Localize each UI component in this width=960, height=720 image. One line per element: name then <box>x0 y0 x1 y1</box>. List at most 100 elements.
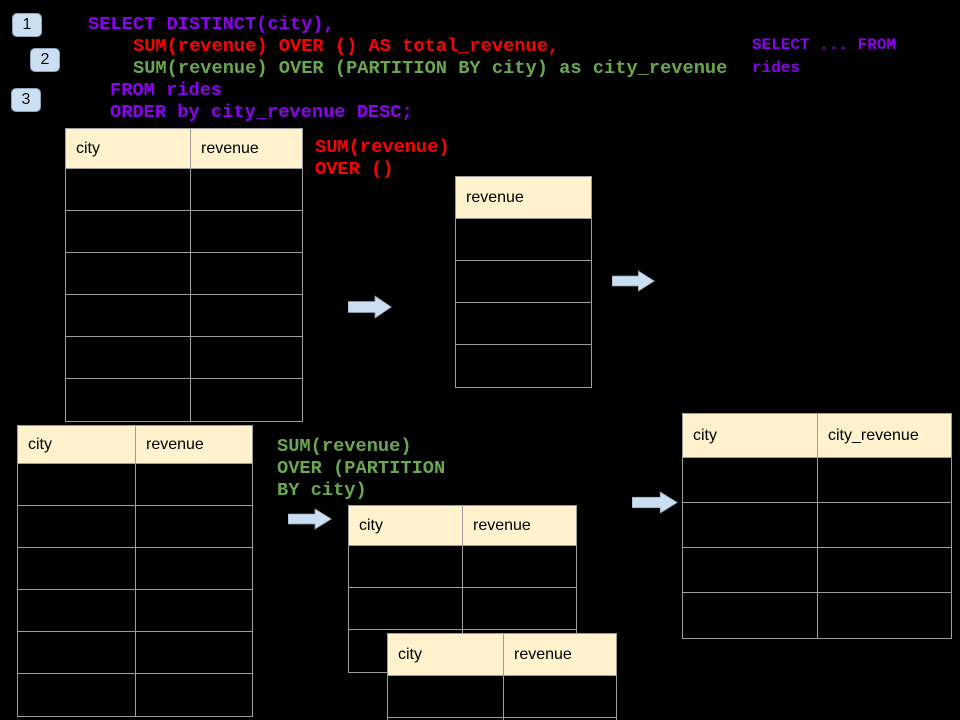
table-cell <box>504 718 616 720</box>
table-cell <box>18 506 136 548</box>
table-row <box>18 674 252 716</box>
column-header-city: city <box>66 129 191 169</box>
table-row <box>18 632 252 674</box>
table-cell <box>818 458 951 503</box>
step-badge-2: 2 <box>30 48 60 72</box>
table-cell <box>388 676 504 718</box>
table-cell <box>504 676 616 718</box>
table-cell <box>66 253 191 295</box>
table-row <box>456 261 591 303</box>
table-row <box>349 588 576 630</box>
column-header-city: city <box>388 634 504 676</box>
table-row <box>18 506 252 548</box>
table-row <box>683 548 951 593</box>
table-row <box>66 337 302 379</box>
table-cell <box>683 593 818 638</box>
table-cell <box>456 303 591 345</box>
column-header-revenue: revenue <box>191 129 302 169</box>
table-row <box>66 211 302 253</box>
column-header-revenue: revenue <box>136 426 252 464</box>
table-cell <box>191 295 302 337</box>
column-header-revenue: revenue <box>463 506 576 546</box>
arrow-right-icon <box>288 508 332 530</box>
table-row <box>456 219 591 261</box>
column-header-city: city <box>18 426 136 464</box>
table-cell <box>349 546 463 588</box>
table-cell <box>18 674 136 716</box>
table-cell <box>191 253 302 295</box>
table-row <box>349 546 576 588</box>
table-cell <box>456 261 591 303</box>
arrow-right-icon <box>348 295 392 319</box>
table-cell <box>136 506 252 548</box>
arrow-right-icon <box>632 491 678 514</box>
table-cell <box>818 503 951 548</box>
table-row <box>66 169 302 211</box>
sql-line-from: FROM rides <box>110 79 223 101</box>
note-line: rides <box>752 59 801 77</box>
table-cell <box>136 548 252 590</box>
annotation-line: BY city) <box>277 479 367 501</box>
table-cell <box>66 295 191 337</box>
table-cell <box>818 548 951 593</box>
table-row <box>683 503 951 548</box>
table-cell <box>136 464 252 506</box>
annotation-over-total: SUM(revenue)OVER () <box>315 136 450 180</box>
table-cell <box>818 593 951 638</box>
sql-line-total: SUM(revenue) OVER () AS total_revenue, <box>133 35 560 57</box>
table-cell <box>66 337 191 379</box>
table-row <box>388 718 616 720</box>
table-total-result: revenue <box>455 176 592 388</box>
table-row <box>388 676 616 718</box>
column-header-city: city <box>683 414 818 458</box>
sql-line-order: ORDER by city_revenue DESC; <box>110 101 413 123</box>
table-cell <box>683 548 818 593</box>
sql-line-partition: SUM(revenue) OVER (PARTITION BY city) as… <box>133 57 728 79</box>
table-cell <box>66 169 191 211</box>
table-cell <box>349 588 463 630</box>
table-cell <box>136 674 252 716</box>
column-header-city: city <box>349 506 463 546</box>
table-row <box>683 593 951 638</box>
column-header-city_revenue: city_revenue <box>818 414 951 458</box>
table-cell <box>18 590 136 632</box>
table-cell <box>191 337 302 379</box>
table-cell <box>18 548 136 590</box>
table-cell <box>136 590 252 632</box>
table-cell <box>191 379 302 421</box>
annotation-line: OVER (PARTITION <box>277 457 446 479</box>
step-badge-1: 1 <box>12 13 42 37</box>
table-cell <box>18 464 136 506</box>
table-row <box>66 295 302 337</box>
table-row <box>18 548 252 590</box>
table-row <box>683 458 951 503</box>
arrow-right-icon <box>612 270 655 292</box>
table-row <box>456 303 591 345</box>
column-header-revenue: revenue <box>456 177 591 219</box>
table-cell <box>66 211 191 253</box>
table-cell <box>18 632 136 674</box>
note-line: SELECT ... FROM <box>752 36 897 54</box>
step-badge-3: 3 <box>11 88 41 112</box>
table-cell <box>456 345 591 387</box>
annotation-line: OVER () <box>315 158 394 180</box>
table-cell <box>388 718 504 720</box>
table-cell <box>66 379 191 421</box>
column-header-revenue: revenue <box>504 634 616 676</box>
table-row <box>18 590 252 632</box>
table-cell <box>191 211 302 253</box>
sql-line-select: SELECT DISTINCT(city), <box>88 13 335 35</box>
table-cell <box>456 219 591 261</box>
table-row <box>66 253 302 295</box>
note-select-from-rides: SELECT ... FROM rides <box>752 34 896 80</box>
table-header-row: revenue <box>456 177 591 219</box>
